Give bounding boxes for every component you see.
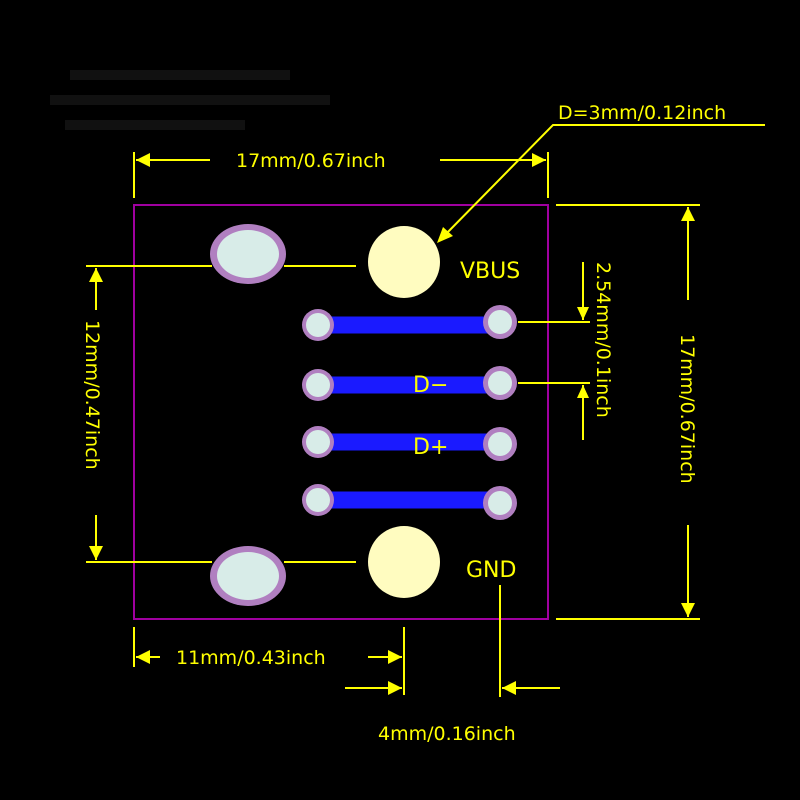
edge-offset-label: 4mm/0.16inch [378, 723, 516, 745]
pin-pitch-dimension: 2.54mm/0.1inch [518, 262, 614, 440]
hole-diameter-callout: D=3mm/0.12inch [437, 102, 765, 243]
hole-diameter-label: D=3mm/0.12inch [558, 102, 726, 124]
board-width-dimension: 17mm/0.67inch [133, 150, 549, 198]
shield-pad-group [210, 224, 286, 606]
pin-label-dplus: D+ [413, 435, 448, 460]
connector-offset-label: 11mm/0.43inch [176, 647, 326, 669]
connector-offset-dimension: 11mm/0.43inch [133, 627, 405, 695]
pin-pitch-label: 2.54mm/0.1inch [592, 262, 614, 418]
pad-group [302, 305, 517, 520]
board-width-label: 17mm/0.67inch [236, 150, 386, 172]
board-height-label: 17mm/0.67inch [676, 334, 698, 484]
mount-hole-top [368, 226, 440, 298]
faded-header-text [50, 70, 330, 130]
trace-group [318, 316, 500, 509]
edge-offset-dimension: 4mm/0.16inch [345, 585, 560, 745]
mount-spacing-dimension: 12mm/0.47inch [81, 265, 356, 563]
mount-hole-bottom [368, 526, 440, 598]
mount-spacing-label: 12mm/0.47inch [81, 320, 103, 470]
board-height-dimension: 17mm/0.67inch [556, 204, 700, 620]
pin-label-vbus: VBUS [460, 259, 520, 284]
board-outline [133, 204, 549, 620]
pin-label-dminus: D− [413, 373, 448, 398]
pin-label-gnd: GND [466, 558, 516, 583]
